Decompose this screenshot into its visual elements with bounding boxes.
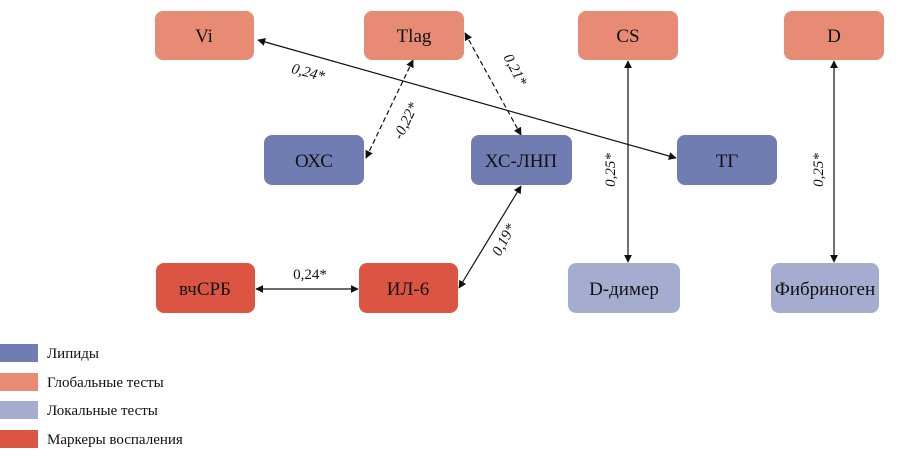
edge-label-ohs-tlag: -0,22* [391, 100, 423, 142]
legend-swatch-global-tests [0, 373, 38, 391]
node-d-label: D [827, 26, 841, 47]
node-d-dimer-label: D-димер [589, 279, 659, 300]
node-il6: ИЛ-6 [359, 263, 458, 313]
legend-item-lipids: Липиды [0, 344, 99, 362]
edge-tlag-hslnp [464, 32, 522, 136]
edge-label-il6-hslnp: 0,19* [489, 221, 519, 259]
legend-label-local-tests: Локальные тесты [47, 403, 158, 419]
node-vcrb: вчСРБ [156, 263, 255, 313]
legend-swatch-lipids [0, 344, 38, 362]
legend-swatch-inflammation [0, 430, 38, 448]
edge-ohs-tlag [365, 59, 414, 159]
legend: Липиды Глобальные тесты Локальные тесты … [0, 344, 183, 448]
legend-label-global-tests: Глобальные тесты [47, 375, 164, 391]
node-tg-label: ТГ [716, 151, 739, 172]
node-hs-lnp-label: ХС-ЛНП [485, 151, 558, 172]
node-tlag-label: Tlag [397, 26, 432, 47]
node-cs: CS [578, 11, 678, 60]
node-vi-label: Vi [195, 26, 213, 47]
edge-label-vi-tg: 0,24* [290, 61, 327, 85]
node-cs-label: CS [616, 26, 639, 47]
node-d: D [784, 11, 884, 60]
edge-label-tlag-hslnp: 0,21* [500, 51, 530, 89]
edge-label-cs-ddimer: 0,25* [603, 153, 619, 187]
node-d-dimer: D-димер [568, 263, 680, 313]
legend-swatch-local-tests [0, 401, 38, 419]
node-fibrinogen: Фибриноген [771, 263, 879, 313]
node-fibrinogen-label: Фибриноген [775, 279, 875, 300]
legend-item-inflammation: Маркеры воспаления [0, 430, 183, 448]
node-ohs-label: ОХС [295, 151, 333, 172]
node-vcrb-label: вчСРБ [179, 279, 231, 300]
edge-il6-hslnp [458, 185, 522, 289]
node-tlag: Tlag [364, 11, 464, 60]
node-hs-lnp: ХС-ЛНП [471, 135, 572, 185]
legend-item-global-tests: Глобальные тесты [0, 373, 164, 391]
node-il6-label: ИЛ-6 [387, 279, 429, 300]
node-ohs: ОХС [264, 135, 364, 185]
legend-item-local-tests: Локальные тесты [0, 401, 158, 419]
node-vi: Vi [155, 11, 254, 60]
legend-label-inflammation: Маркеры воспаления [47, 432, 183, 448]
edge-label-d-fibrinogen: 0,25* [811, 153, 827, 187]
edge-label-vcrb-il6: 0,24* [293, 267, 327, 283]
node-tg: ТГ [677, 135, 777, 185]
legend-label-lipids: Липиды [47, 346, 99, 362]
